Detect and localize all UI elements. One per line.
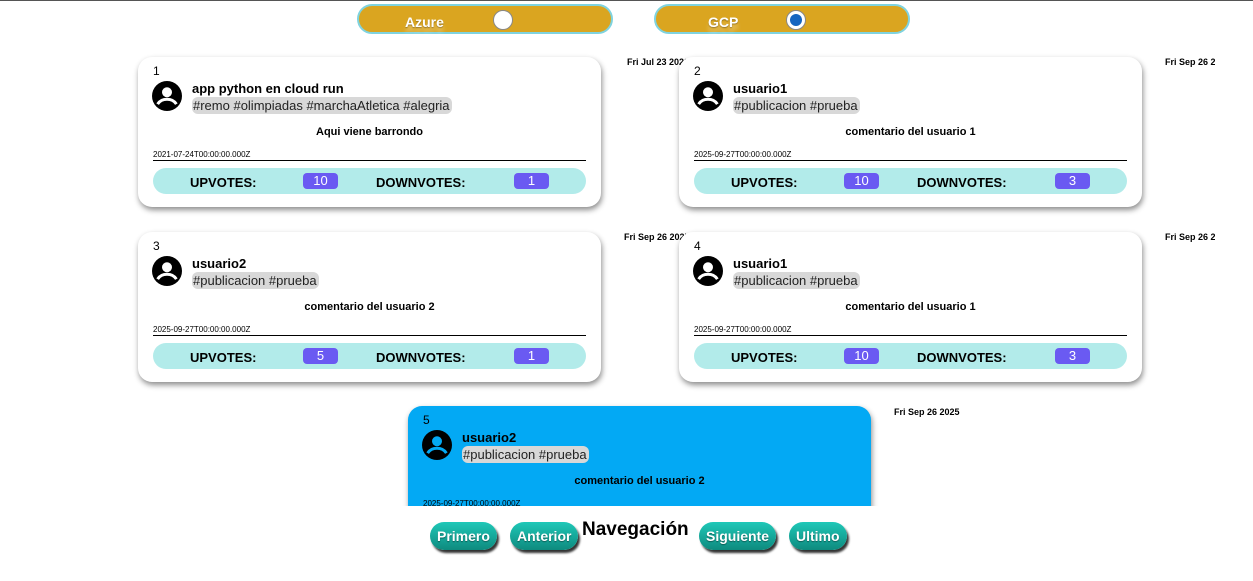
account-circle-icon — [152, 256, 182, 286]
post-timestamp: 2021-07-24T00:00:00.000Z — [153, 150, 586, 161]
provider-toggle-azure[interactable]: Azure — [357, 4, 613, 34]
post-comment: comentario del usuario 2 — [304, 301, 435, 313]
post-number: 3 — [153, 239, 160, 253]
previous-page-button[interactable]: Anterior — [510, 522, 579, 550]
top-border — [0, 0, 1253, 1]
downvotes-count: 3 — [1055, 173, 1090, 189]
downvotes-label: DOWNVOTES: — [917, 350, 1007, 365]
post-tags: #publicacion #prueba — [733, 272, 860, 289]
post-tags: #publicacion #prueba — [733, 97, 860, 114]
post-number: 1 — [153, 64, 160, 78]
post-comment: comentario del usuario 2 — [574, 475, 705, 487]
post-number: 5 — [423, 413, 430, 427]
upvotes-label: UPVOTES: — [190, 350, 257, 365]
post-username: usuario1 — [733, 81, 788, 96]
post-tags: #publicacion #prueba — [192, 272, 319, 289]
downvotes-count: 1 — [514, 348, 549, 364]
post-username: usuario2 — [192, 256, 247, 271]
post-card[interactable]: 4 usuario1 #publicacion #prueba comentar… — [679, 232, 1142, 382]
votes-bar: UPVOTES: 10 DOWNVOTES: 3 — [694, 343, 1127, 369]
next-page-button[interactable]: Siguiente — [699, 522, 777, 550]
votes-bar: UPVOTES: 5 DOWNVOTES: 1 — [153, 343, 586, 369]
provider-label: GCP — [708, 14, 739, 30]
post-tags: #remo #olimpiadas #marchaAtletica #alegr… — [192, 97, 452, 114]
upvotes-label: UPVOTES: — [731, 175, 798, 190]
post-date: Fri Sep 26 2025 — [894, 407, 960, 417]
post-card[interactable]: 1 app python en cloud run #remo #olimpia… — [138, 57, 601, 207]
navigation-title: Navegación — [582, 519, 689, 540]
post-timestamp: 2025-09-27T00:00:00.000Z — [694, 150, 1127, 161]
account-circle-icon — [693, 256, 723, 286]
post-comment: comentario del usuario 1 — [845, 301, 976, 313]
post-username: app python en cloud run — [192, 81, 344, 96]
post-date: Fri Jul 23 2021 — [627, 57, 686, 67]
last-page-button[interactable]: Ultimo — [789, 522, 847, 550]
upvotes-count: 10 — [303, 173, 338, 189]
account-circle-icon — [152, 81, 182, 111]
azure-radio[interactable] — [493, 10, 513, 30]
provider-toggle-gcp[interactable]: GCP — [654, 4, 910, 34]
votes-bar: UPVOTES: 10 DOWNVOTES: 3 — [694, 168, 1127, 194]
first-page-button[interactable]: Primero — [430, 522, 497, 550]
post-username: usuario2 — [462, 430, 517, 445]
post-tags: #publicacion #prueba — [462, 446, 589, 463]
downvotes-label: DOWNVOTES: — [917, 175, 1007, 190]
post-date: Fri Sep 26 2025 — [1165, 232, 1215, 242]
post-timestamp: 2025-09-27T00:00:00.000Z — [423, 499, 521, 508]
post-timestamp: 2025-09-27T00:00:00.000Z — [694, 325, 1127, 336]
post-timestamp: 2025-09-27T00:00:00.000Z — [153, 325, 586, 336]
account-circle-icon — [422, 430, 452, 460]
upvotes-count: 10 — [844, 348, 879, 364]
post-number: 2 — [694, 64, 701, 78]
post-card-selected[interactable]: 5 usuario2 #publicacion #prueba comentar… — [408, 406, 871, 516]
provider-label: Azure — [405, 14, 444, 30]
post-username: usuario1 — [733, 256, 788, 271]
post-card[interactable]: 3 usuario2 #publicacion #prueba comentar… — [138, 232, 601, 382]
post-comment: Aqui viene barrondo — [316, 126, 423, 138]
upvotes-count: 5 — [303, 348, 338, 364]
account-circle-icon — [693, 81, 723, 111]
post-date: Fri Sep 26 2025 — [624, 232, 686, 242]
gcp-radio[interactable] — [786, 10, 806, 30]
upvotes-count: 10 — [844, 173, 879, 189]
post-date: Fri Sep 26 2025 — [1165, 57, 1215, 67]
navigation-bar: Primero Anterior Navegación Siguiente Ul… — [0, 506, 1253, 581]
downvotes-count: 3 — [1055, 348, 1090, 364]
post-number: 4 — [694, 239, 701, 253]
downvotes-label: DOWNVOTES: — [376, 175, 466, 190]
upvotes-label: UPVOTES: — [190, 175, 257, 190]
post-card[interactable]: 2 usuario1 #publicacion #prueba comentar… — [679, 57, 1142, 207]
post-comment: comentario del usuario 1 — [845, 126, 976, 138]
votes-bar: UPVOTES: 10 DOWNVOTES: 1 — [153, 168, 586, 194]
upvotes-label: UPVOTES: — [731, 350, 798, 365]
downvotes-label: DOWNVOTES: — [376, 350, 466, 365]
downvotes-count: 1 — [514, 173, 549, 189]
